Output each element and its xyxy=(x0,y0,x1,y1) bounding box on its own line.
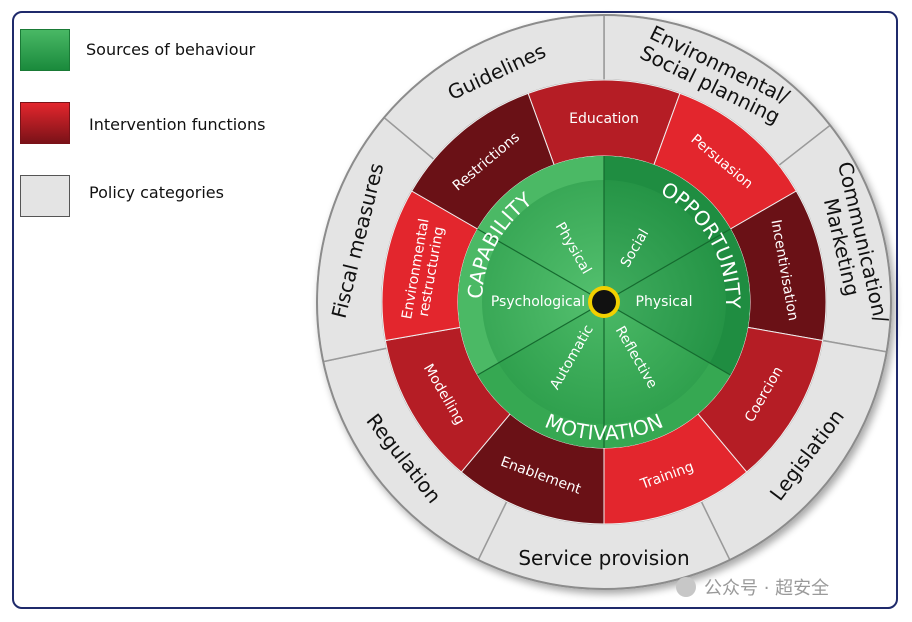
legend-swatch-policy xyxy=(20,175,70,217)
watermark: 公众号 · 超安全 xyxy=(676,574,829,600)
intervention-ring xyxy=(381,79,827,525)
source-divider-2 xyxy=(603,301,731,376)
legend-swatch-interventions xyxy=(20,102,70,144)
source-divider-5 xyxy=(477,228,605,303)
source-divider-1 xyxy=(603,228,731,303)
legend-label-policy: Policy categories xyxy=(89,183,224,202)
legend-label-interventions: Intervention functions xyxy=(89,115,266,134)
policy-label-3: Service provision xyxy=(518,546,689,570)
wechat-icon xyxy=(676,577,696,597)
sub-source-label-4: Psychological xyxy=(491,294,585,310)
intervention-label-0: Education xyxy=(569,111,639,127)
legend-label-sources: Sources of behaviour xyxy=(86,40,256,59)
center-dot xyxy=(592,290,616,314)
watermark-text: 公众号 · 超安全 xyxy=(704,578,830,599)
legend-swatch-sources xyxy=(20,29,70,71)
policy-ring-border xyxy=(316,14,892,590)
sub-source-label-1: Physical xyxy=(636,294,693,310)
source-divider-4 xyxy=(477,301,605,376)
sources-core xyxy=(458,156,750,448)
policy-ring xyxy=(316,14,892,590)
